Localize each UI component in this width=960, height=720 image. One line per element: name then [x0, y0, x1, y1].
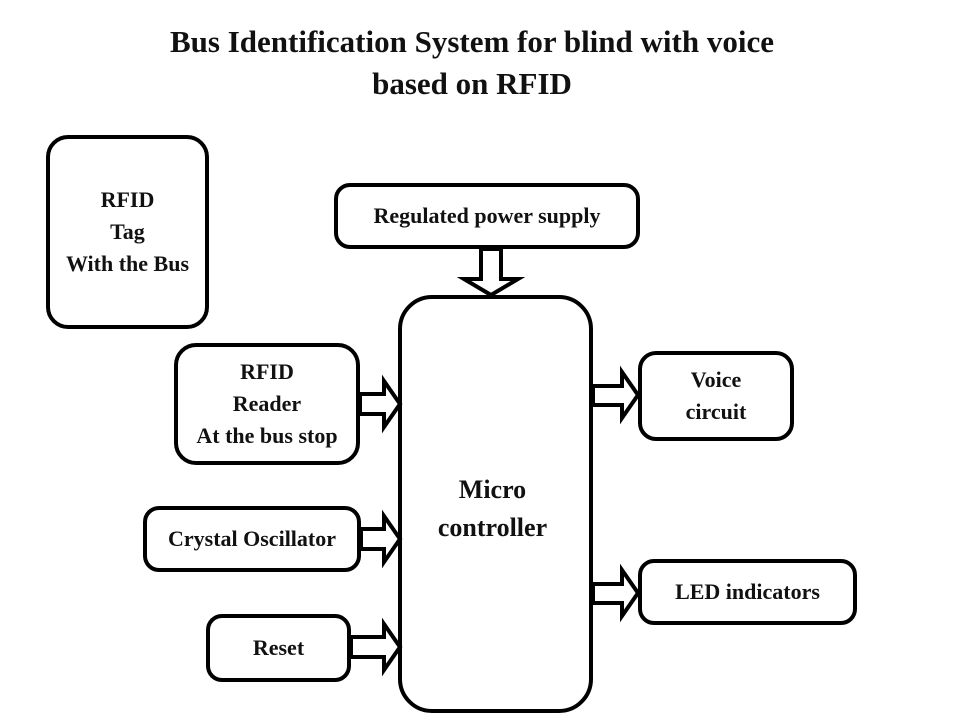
- block-label: RFID: [100, 187, 155, 212]
- led-indicators-block: LED indicators: [638, 559, 857, 625]
- arrow-micro-to-led: [591, 563, 641, 623]
- block-label: Reader: [232, 391, 302, 416]
- diagram-title-line2: based on RFID: [372, 66, 572, 101]
- arrow-power-to-micro: [456, 247, 526, 298]
- block-label: With the Bus: [65, 251, 190, 276]
- block-label: LED indicators: [675, 579, 820, 604]
- rfid-tag-block: RFID Tag With the Bus: [46, 135, 209, 329]
- arrow-micro-to-voice: [591, 365, 641, 425]
- arrow-reader-to-micro: [358, 374, 403, 434]
- voice-circuit-block: Voice circuit: [638, 351, 794, 441]
- crystal-oscillator-block: Crystal Oscillator: [143, 506, 361, 572]
- arrow-crystal-to-micro: [359, 509, 403, 569]
- reset-block: Reset: [206, 614, 351, 682]
- block-label: circuit: [685, 399, 747, 424]
- block-label: controller: [437, 513, 548, 542]
- diagram-title-line1: Bus Identification System for blind with…: [170, 24, 774, 59]
- block-label: Voice: [690, 367, 742, 392]
- block-label: Tag: [110, 219, 145, 244]
- block-label: Micro: [458, 475, 527, 504]
- block-label: RFID: [240, 359, 294, 384]
- block-label: At the bus stop: [196, 423, 338, 448]
- block-label: Reset: [252, 635, 305, 660]
- block-label: Regulated power supply: [373, 203, 601, 228]
- microcontroller-block: Micro controller: [398, 295, 593, 713]
- arrow-reset-to-micro: [349, 617, 403, 677]
- block-label: Crystal Oscillator: [167, 526, 337, 551]
